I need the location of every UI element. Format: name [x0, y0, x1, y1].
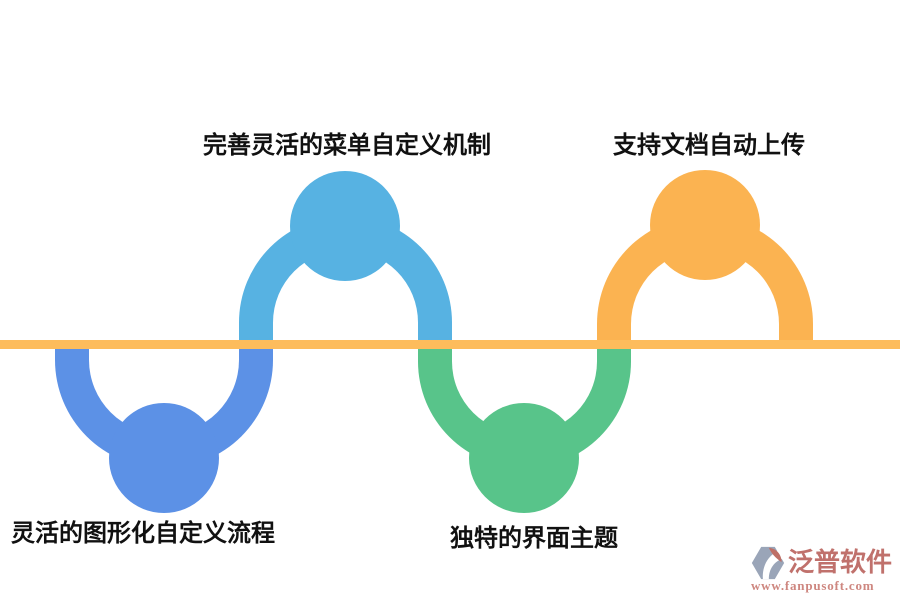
- watermark-brand-text: 泛普软件: [787, 548, 892, 578]
- watermark-top-row: 泛普软件: [751, 546, 892, 580]
- label-auto-upload: 支持文档自动上传: [613, 132, 805, 159]
- node-circle-ui-theme: [469, 403, 579, 513]
- node-circle-graphic-workflow: [109, 403, 219, 513]
- node-circle-menu-customization: [290, 171, 400, 281]
- label-ui-theme: 独特的界面主题: [450, 525, 618, 552]
- watermark-url-text: www.fanpusoft.com: [750, 578, 875, 593]
- label-graphic-workflow: 灵活的图形化自定义流程: [11, 520, 275, 547]
- fanpu-pinwheel-icon: [751, 546, 785, 580]
- wave-baseline: [0, 340, 900, 349]
- node-circle-auto-upload: [650, 170, 760, 280]
- watermark-logo: 泛普软件 www.fanpusoft.com: [751, 546, 892, 594]
- label-menu-customization: 完善灵活的菜单自定义机制: [203, 132, 491, 159]
